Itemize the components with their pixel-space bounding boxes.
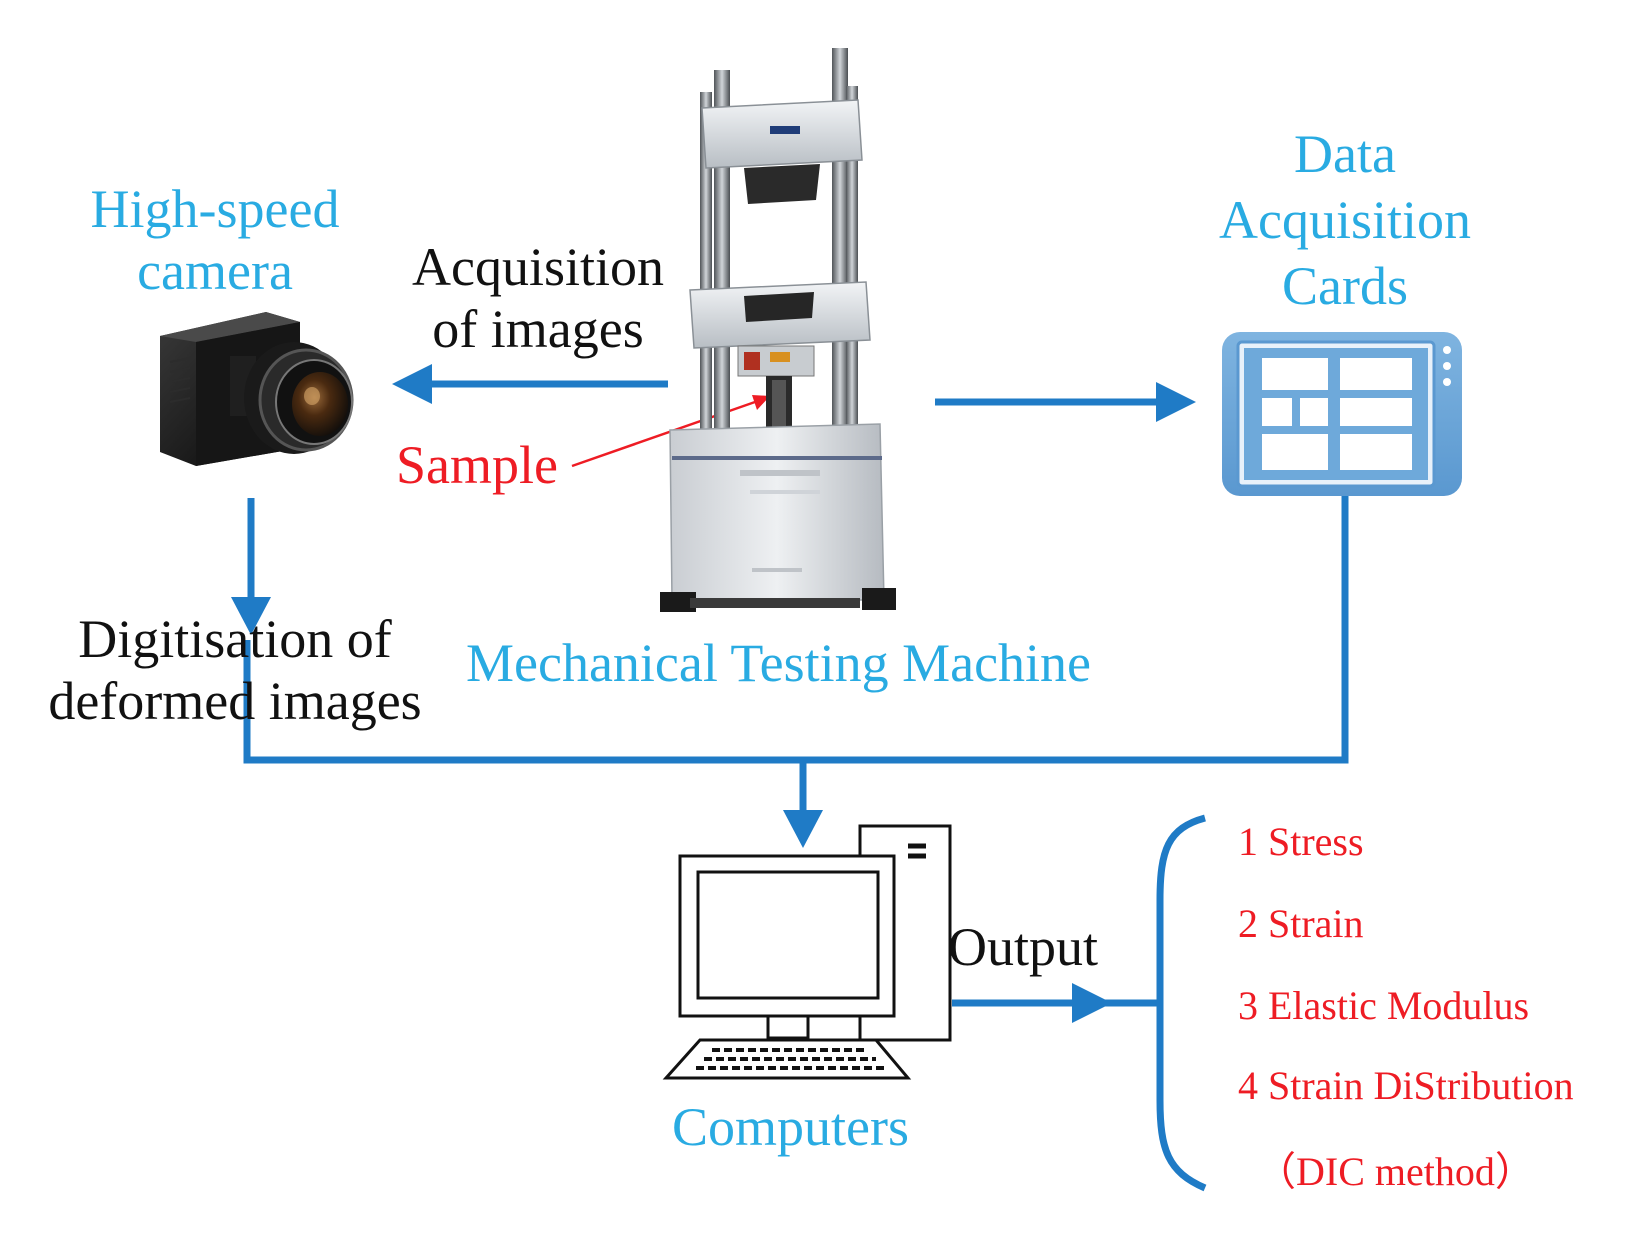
output-brace: [1156, 814, 1207, 1192]
acquisition-label-line-2: of images: [432, 299, 644, 360]
computer-label: Computers: [672, 1097, 909, 1157]
machine-label: Mechanical Testing Machine: [466, 633, 1092, 693]
digitisation-label-line-1: Digitisation of: [78, 609, 392, 669]
digitisation-label-line-2: deformed images: [48, 671, 422, 732]
camera-label: High-speed camera: [70, 178, 360, 302]
output-item: 3 Elastic Modulus: [1238, 983, 1530, 1028]
acquisition-label-line-1: Acquisition: [412, 237, 664, 297]
arrowhead-camera-down: [231, 597, 271, 635]
arrowhead-computer: [783, 810, 823, 848]
output-label: Output: [948, 917, 1099, 977]
daq-label-line-2: Acquisition: [1219, 189, 1471, 250]
arrowheads: [231, 364, 1196, 1023]
connector-bus: [243, 496, 1349, 764]
camera-label-line-1: High-speed: [90, 179, 340, 239]
sample-label: Sample: [396, 435, 558, 495]
output-item: 4 Strain DiStribution: [1238, 1063, 1574, 1108]
camera-icon: [160, 312, 354, 466]
camera-label-line-2: camera: [137, 241, 293, 302]
daq-label: Data Acquisition Cards: [1190, 122, 1500, 320]
testing-machine-icon: [660, 48, 896, 612]
daq-label-line-3: Cards: [1282, 255, 1408, 316]
output-item: 1 Stress: [1238, 819, 1364, 864]
output-item: （DIC method）: [1256, 1149, 1535, 1194]
computer-icon: [662, 824, 952, 1080]
arrowhead-camera: [392, 364, 432, 404]
output-item: 2 Strain: [1238, 901, 1364, 946]
data-card-icon: [1222, 332, 1462, 496]
arrowhead-output: [1072, 983, 1112, 1023]
acquisition-label: Acquisition of images: [392, 236, 684, 360]
digitisation-label: Digitisation of deformed images: [30, 608, 440, 732]
daq-label-line-1: Data: [1294, 124, 1396, 184]
connectors: [243, 380, 1349, 1007]
arrowhead-daq: [1156, 382, 1196, 422]
